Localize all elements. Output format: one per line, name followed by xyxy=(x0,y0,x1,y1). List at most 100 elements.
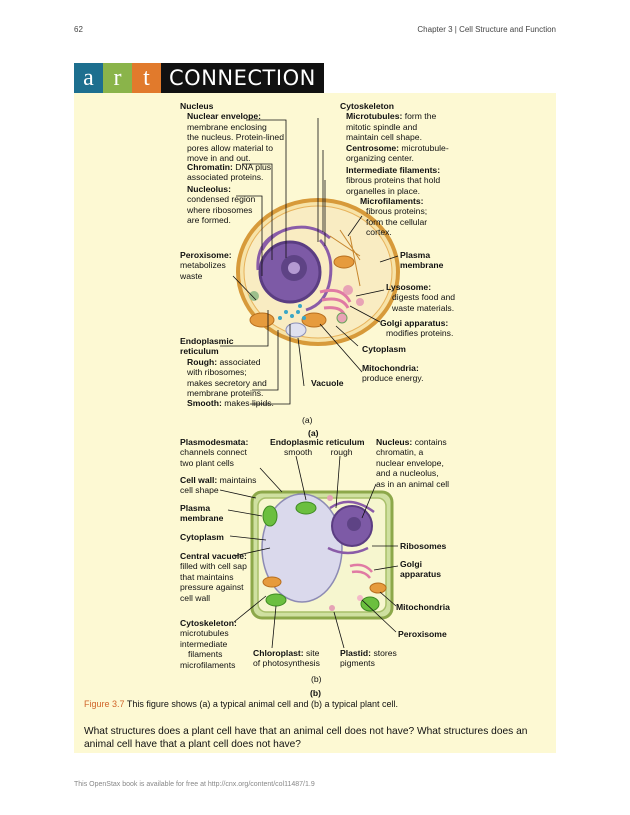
microfilaments-desc-2: form the cellular xyxy=(366,216,428,227)
banner-word: CONNECTION xyxy=(161,63,324,93)
microfilaments-desc-3: cortex. xyxy=(366,227,392,238)
plant-cytoskeleton-desc-3: filaments xyxy=(188,649,223,660)
mito-term: Mitochondria: xyxy=(362,363,419,373)
nuclear-envelope-desc-1: membrane enclosing xyxy=(187,121,267,132)
nuclear-envelope-desc-2: the nucleus. Protein-lined xyxy=(187,132,284,143)
label-b: (b) xyxy=(311,674,322,684)
plant-mitochondria-label: Mitochondria xyxy=(396,602,466,612)
page-footer: This OpenStax book is available for free… xyxy=(74,781,315,788)
plant-golgi-label: Golgi apparatus xyxy=(400,559,460,580)
rough-er-term: Rough: xyxy=(187,356,218,367)
chloroplast-term: Chloroplast: xyxy=(253,648,304,658)
central-vacuole-desc-1: filled with cell sap xyxy=(180,561,247,572)
microfilaments-label: Microfilaments: fibrous proteins; form t… xyxy=(360,196,460,238)
microtubules-desc-3: maintain cell shape. xyxy=(346,132,422,143)
intermediate-term: Intermediate filaments: xyxy=(346,165,441,175)
plasma-term: Plasma xyxy=(400,250,431,260)
nucleolus-term: Nucleolus: xyxy=(187,184,231,194)
art-connection-banner: a r t CONNECTION xyxy=(74,63,324,93)
plant-golgi-term: Golgi xyxy=(400,559,422,569)
central-vacuole-desc-4: cell wall xyxy=(180,592,211,603)
nuclear-envelope-term: Nuclear envelope: xyxy=(187,111,262,122)
banner-letter-a: a xyxy=(74,63,103,93)
peroxisome-term: Peroxisome: xyxy=(180,250,232,260)
lysosome-desc-1: digests food and xyxy=(392,292,456,303)
peroxisome-label: Peroxisome: metabolizes waste xyxy=(180,250,260,281)
plastid-label: Plastid: stores pigments xyxy=(340,648,420,669)
label-a-bold: (a) xyxy=(308,428,319,438)
animal-cell-illustration xyxy=(220,118,400,405)
centrosome-desc-1: microtubule- xyxy=(401,143,449,153)
animal-vacuole-label: Vacuole xyxy=(311,378,371,388)
central-vacuole-term: Central vacuole: xyxy=(180,551,247,561)
label-b-bold: (b) xyxy=(310,688,321,698)
chromatin-desc-2: associated proteins. xyxy=(187,172,264,183)
plant-plasma-membrane-label: Plasma membrane xyxy=(180,503,240,524)
nuclear-envelope-desc-3: pores allow material to xyxy=(187,142,273,153)
banner-letter-r: r xyxy=(103,63,132,93)
nucleolus-desc-1: condensed region xyxy=(187,194,256,205)
chromatin-desc-1: DNA plus xyxy=(235,162,272,172)
plastid-term: Plastid: xyxy=(340,648,372,658)
plasma-term-2: membrane xyxy=(400,260,444,271)
intermediate-desc-1: fibrous proteins that hold xyxy=(346,175,441,186)
central-vacuole-label: Central vacuole: filled with cell sap th… xyxy=(180,551,270,603)
plant-cytoplasm-term: Cytoplasm xyxy=(180,532,224,542)
chloroplast-desc-2: of photosynthesis xyxy=(253,658,320,669)
plant-cell-illustration xyxy=(219,455,399,649)
er-term: Endoplasmic xyxy=(180,336,234,346)
label-a: (a) xyxy=(302,415,313,425)
plant-nucleus-term: Nucleus: xyxy=(376,437,413,447)
lysosome-label: Lysosome: digests food and waste materia… xyxy=(386,282,476,313)
intermediate-filaments-label: Intermediate filaments: fibrous proteins… xyxy=(346,165,476,196)
er-rough: rough xyxy=(330,447,353,458)
microtubules-term: Microtubules: xyxy=(346,111,403,122)
plant-nucleus-desc-3: and a nucleolus, xyxy=(376,468,439,479)
plant-cytoskeleton-term: Cytoskeleton: xyxy=(180,618,237,628)
plant-mito-term: Mitochondria xyxy=(396,602,450,612)
plant-cytoskeleton-label: Cytoskeleton: microtubules intermediate … xyxy=(180,618,260,670)
rough-er-desc-4: membrane proteins. xyxy=(187,388,264,399)
plasmodesmata-term: Plasmodesmata: xyxy=(180,437,249,447)
plant-cytoskeleton-desc-1: microtubules xyxy=(180,628,229,639)
microtubules-desc-2: mitotic spindle and xyxy=(346,121,418,132)
plasmodesmata-desc-1: channels connect xyxy=(180,447,247,458)
plant-cytoskeleton-desc-4: microfilaments xyxy=(180,659,236,670)
chromatin-term: Chromatin: xyxy=(187,162,233,172)
chromatin-label: Chromatin: DNA plus associated proteins. xyxy=(187,162,297,183)
ribosomes-term: Ribosomes xyxy=(400,541,447,551)
rough-er-desc-3: makes secretory and xyxy=(187,377,267,388)
golgi-term: Golgi apparatus: xyxy=(380,318,449,328)
banner-letter-t: t xyxy=(132,63,161,93)
peroxisome-desc-2: waste xyxy=(180,270,203,281)
centrosome-term: Centrosome: xyxy=(346,143,400,153)
microtubules-desc-1: form the xyxy=(404,111,437,122)
central-vacuole-desc-2: that maintains xyxy=(180,571,234,582)
animal-nucleus-label: Nucleus Nuclear envelope: membrane enclo… xyxy=(180,101,330,163)
figure-caption-text: This figure shows (a) a typical animal c… xyxy=(126,699,398,709)
plant-golgi-term-2: apparatus xyxy=(400,569,442,580)
figure-caption: Figure 3.7 This figure shows (a) a typic… xyxy=(84,699,398,709)
animal-mitochondria-label: Mitochondria: produce energy. xyxy=(362,363,452,384)
er-term-2: reticulum xyxy=(180,346,219,357)
lysosome-desc-2: waste materials. xyxy=(392,302,455,313)
cellwall-desc-2: cell shape xyxy=(180,485,219,496)
plant-plasma-term: Plasma xyxy=(180,503,211,513)
cellwall-desc-1: maintains xyxy=(219,475,257,485)
vacuole-term: Vacuole xyxy=(311,378,344,388)
plant-er-label: Endoplasmic reticulum smooth rough xyxy=(270,437,370,458)
animal-golgi-label: Golgi apparatus: modifies proteins. xyxy=(380,318,480,339)
chloroplast-label: Chloroplast: site of photosynthesis xyxy=(253,648,343,669)
plant-nucleus-desc-2: nuclear envelope, xyxy=(376,457,444,468)
animal-cytoplasm-label: Cytoplasm xyxy=(362,344,442,354)
plastid-desc-1: stores xyxy=(373,648,397,658)
plant-cytoplasm-label: Cytoplasm xyxy=(180,532,250,542)
chloroplast-desc-1: site xyxy=(306,648,320,658)
plant-cytoskeleton-desc-2: intermediate xyxy=(180,638,228,649)
plastid-desc-2: pigments xyxy=(340,658,375,669)
rough-er-desc-1: associated xyxy=(219,356,261,367)
peroxisome-desc-1: metabolizes xyxy=(180,260,226,271)
er-smooth: smooth xyxy=(284,447,313,458)
nucleolus-desc-3: are formed. xyxy=(187,215,231,226)
